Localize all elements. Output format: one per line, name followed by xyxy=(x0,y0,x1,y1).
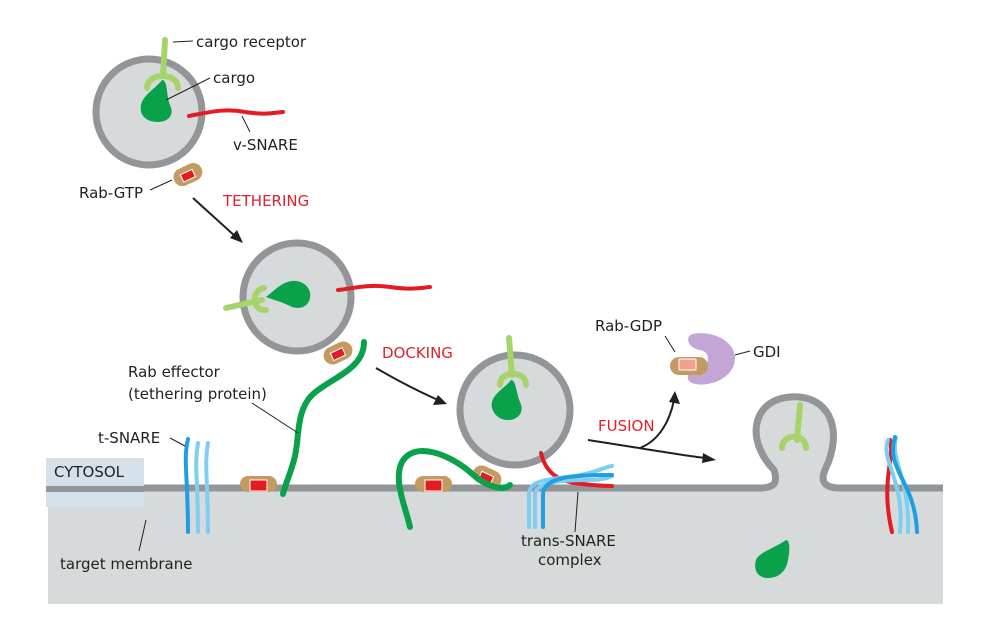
rab-effector-label-2: (tethering protein) xyxy=(128,385,267,403)
vesicle-3 xyxy=(456,335,574,489)
t-snare xyxy=(183,437,210,534)
v-snare xyxy=(187,108,285,118)
cargo-receptor xyxy=(160,37,168,78)
trans-snare-complex xyxy=(527,451,614,529)
rab-release-arrow xyxy=(639,399,675,449)
docking-arrow xyxy=(375,367,439,401)
vesicle-1 xyxy=(92,37,285,187)
trans-snare-label-2: complex xyxy=(538,551,602,569)
rab-effector xyxy=(280,339,367,497)
cis-snare-complex xyxy=(884,435,919,534)
rab-effector-label-1: Rab effector xyxy=(128,363,221,381)
target-compartment xyxy=(48,394,943,604)
rab-gtp xyxy=(173,163,203,187)
step-tethering: TETHERING xyxy=(222,192,309,210)
vesicle-2 xyxy=(223,239,432,365)
trans-snare-label-1: trans-SNARE xyxy=(521,532,616,550)
fusion-arrow xyxy=(587,439,706,459)
rab-gdp xyxy=(670,357,708,375)
cargo-receptor-label: cargo receptor xyxy=(196,33,307,51)
cytosol-label: CYTOSOL xyxy=(54,463,125,481)
rab-gdp-label: Rab-GDP xyxy=(595,317,662,335)
rab-gtp-label: Rab-GTP xyxy=(79,184,143,202)
target-membrane-label: target membrane xyxy=(60,555,192,573)
v-snare-label: v-SNARE xyxy=(233,136,298,154)
gdi-label: GDI xyxy=(753,343,781,361)
target-membrane xyxy=(48,393,943,492)
step-fusion: FUSION xyxy=(598,417,655,435)
tethering-arrow xyxy=(192,197,237,238)
cargo xyxy=(140,80,172,122)
step-docking: DOCKING xyxy=(382,344,453,362)
released-cargo xyxy=(755,540,790,578)
t-snare-label: t-SNARE xyxy=(98,429,160,447)
rab-gtp-membrane xyxy=(240,476,277,492)
cargo-label: cargo xyxy=(213,69,255,87)
